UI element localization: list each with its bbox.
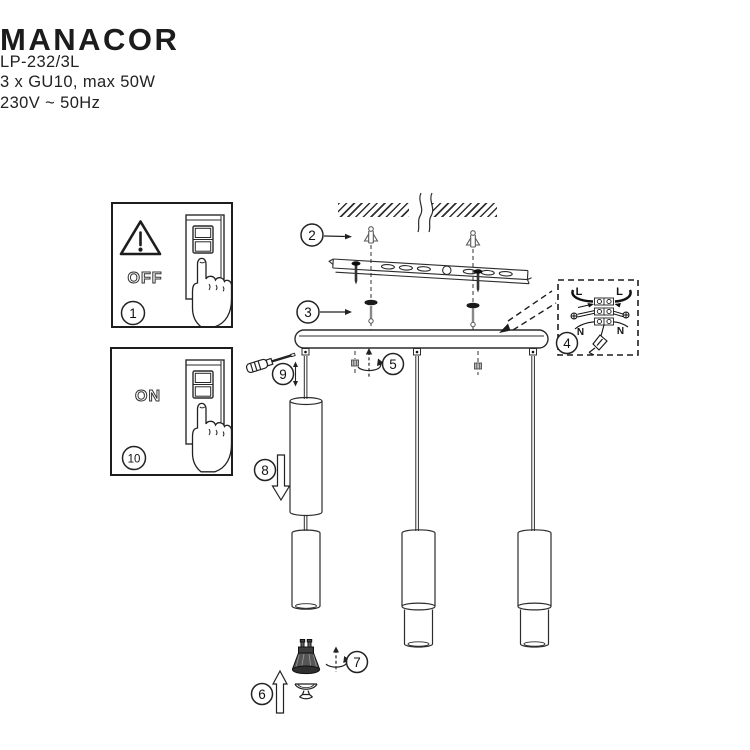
wall-plug-left-icon: [363, 226, 379, 244]
ground-lug-icon: [588, 324, 608, 356]
bracket-screw-right-icon: [473, 269, 483, 293]
callout-arrowhead: [499, 323, 511, 333]
panel-border: [111, 202, 233, 328]
rotate-arrow-step5-icon: [357, 348, 385, 377]
panel-border: [110, 347, 233, 476]
screwdriver-icon: [245, 352, 296, 374]
canopy-screw-left-icon: [364, 299, 378, 324]
insert-up-arrow-icon: [271, 669, 289, 714]
mounting-bracket: [328, 258, 532, 285]
step-8-callout: 8: [253, 454, 291, 502]
lock-nut-right-icon: [474, 362, 482, 370]
step-8-number: 8: [261, 463, 269, 478]
ceiling-hatch-left: [338, 203, 409, 217]
wires: [571, 289, 632, 330]
lock-nut-left-icon: [351, 359, 359, 367]
bulb-spec: 3 x GU10, max 50W: [0, 73, 156, 91]
earth-screw-right-icon: [622, 311, 630, 319]
warning-triangle-icon: [119, 220, 162, 256]
switch-on-panel: ON 10: [110, 347, 233, 476]
page-title: MANACOR: [0, 22, 180, 57]
pendant-lamp-body-left: [291, 529, 321, 610]
pendant-middle: [401, 529, 436, 648]
pressing-hand-icon: [191, 257, 233, 328]
wire-label-l-right: L: [616, 286, 623, 298]
step-3-callout: 3: [296, 300, 352, 324]
step-5-number: 5: [389, 357, 397, 372]
switch-off-panel: OFF 1: [111, 202, 233, 328]
step-9-callout: 9: [271, 361, 298, 387]
bracket-screw-left-icon: [351, 261, 361, 285]
step-10-number: 10: [128, 453, 141, 465]
canopy: [294, 329, 549, 349]
power-spec: 230V ~ 50Hz: [0, 94, 101, 112]
wire-label-n-left: N: [577, 327, 584, 338]
wiring-diagram-box: L L N N: [499, 279, 639, 356]
step-6-callout: 6: [250, 669, 289, 714]
cable-grips: [301, 348, 537, 356]
pressing-hand-icon: [191, 402, 233, 473]
step-1-number: 1: [129, 306, 137, 321]
step-5-callout: 5: [381, 352, 405, 376]
ceiling-break: [417, 192, 434, 233]
wire-label-n-right: N: [617, 326, 624, 337]
step-3-number: 3: [304, 305, 312, 320]
step-9-number: 9: [279, 367, 287, 382]
wire-label-l-left: L: [576, 286, 583, 298]
canopy-screw-right-icon: [466, 302, 480, 328]
step-4-callout: 4: [555, 331, 579, 355]
pendant-shade-tube-left: [289, 396, 323, 517]
step-2-number: 2: [308, 228, 316, 243]
step-7-number: 7: [353, 655, 361, 670]
step-2-callout: 2: [300, 223, 352, 247]
ceiling-hatch-right: [432, 203, 497, 217]
slide-down-arrow-icon: [271, 454, 291, 502]
gu10-bulb-icon: [291, 639, 321, 675]
model-number: LP-232/3L: [0, 53, 80, 71]
switch-off-label: OFF: [128, 270, 163, 287]
step-4-number: 4: [563, 336, 571, 351]
pendant-right: [517, 529, 552, 648]
lamp-socket-icon: [294, 683, 318, 700]
wall-plug-right-icon: [465, 230, 481, 248]
step-7-callout: 7: [345, 650, 369, 674]
switch-on-label: ON: [135, 388, 161, 405]
earth-screw-left-icon: [570, 312, 578, 320]
terminal-blocks: [594, 297, 614, 326]
suspension-cables: [303, 356, 535, 531]
step-6-number: 6: [258, 687, 266, 702]
